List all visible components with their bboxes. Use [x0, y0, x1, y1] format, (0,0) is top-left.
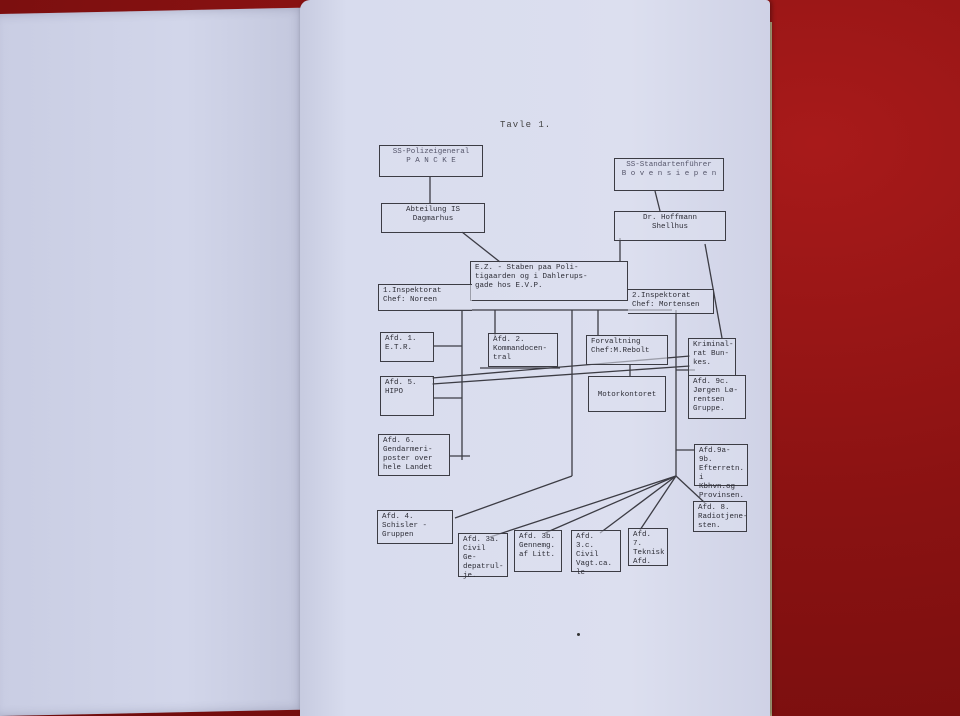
box-afd-8: Afd. 8. Radiotjene- sten.	[693, 501, 748, 532]
box-afd-9c: Afd. 9c. Jørgen Lø- rentsen Gruppe.	[688, 375, 746, 419]
ink-speck	[577, 633, 580, 636]
box-ss-standartenfuhrer: SS-Standartenführer B o v e n s i e p e …	[614, 158, 724, 191]
box-afd-2: Afd. 2. Kommandocen- tral	[488, 333, 558, 367]
box-afd-1: Afd. 1. E.T.R.	[380, 332, 434, 362]
box-afd-9a-9b: Afd.9a-9b. Efterretn. i Kbhvn.og Provins…	[694, 444, 748, 500]
box-hoffmann: Dr. Hoffmann Shellhus	[614, 211, 726, 241]
box-afd-3a: Afd. 3a. Civil Ge- depatrul- je.	[458, 533, 508, 580]
box-kriminalrat: Kriminal- rat Bun- kes.	[688, 338, 736, 376]
box-ss-polizeigeneral: SS-Polizeigeneral P A N C K E	[379, 145, 483, 177]
page-title: Tavle 1.	[500, 120, 552, 130]
box-afd-5: Afd. 5. HIPO	[380, 376, 434, 416]
box-inspektorat-1: 1.Inspektorat Chef: Noreen	[378, 284, 472, 311]
box-afd-7: Afd. 7. Teknisk Afd.	[628, 528, 668, 566]
box-abteilung: Abteilung IS Dagmarhus	[381, 203, 485, 233]
box-afd-3b: Afd. 3b. Gennemg. af Litt.	[514, 530, 562, 572]
box-inspektorat-2: 2.Inspektorat Chef: Mortensen	[628, 289, 714, 314]
box-motorkontoret: Motorkontoret	[588, 376, 666, 412]
box-afd-3c: Afd. 3.c. Civil Vagt.ca. le	[571, 530, 621, 577]
box-stab: E.Z. - Staben paa Poli- tigaarden og i D…	[470, 261, 628, 301]
box-afd-6: Afd. 6. Gendarmeri- poster over hele Lan…	[378, 434, 450, 476]
box-forvaltning: Forvaltning Chef:M.Rebolt	[586, 335, 668, 365]
box-afd-4: Afd. 4. Schisler - Gruppen	[377, 510, 453, 544]
